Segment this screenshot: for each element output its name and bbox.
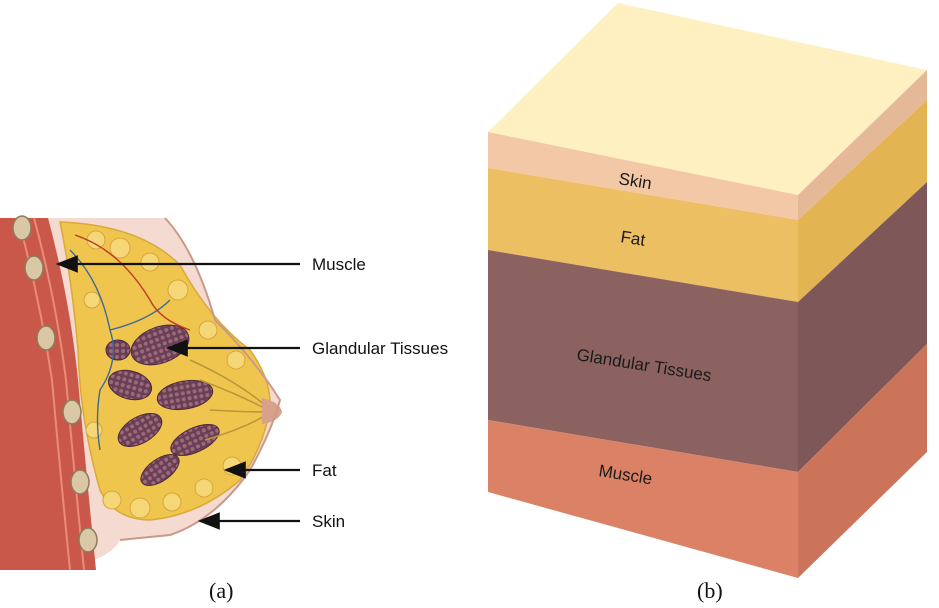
nipple — [262, 398, 282, 424]
side-fat-layer — [798, 100, 927, 302]
glandular-lobules — [105, 324, 220, 487]
panel-a-arrows — [55, 255, 300, 530]
caption-a: (a) — [209, 578, 233, 603]
rib-sections — [12, 215, 98, 553]
label-skin: Skin — [312, 512, 345, 531]
front-muscle-layer — [488, 420, 798, 578]
side-muscle-layer — [798, 344, 927, 578]
layer-block-diagram — [488, 3, 927, 578]
front-glandular-layer — [488, 250, 798, 472]
label-glandular-tissues: Glandular Tissues — [312, 339, 448, 358]
blood-vessels — [69, 249, 171, 451]
caption-b: (b) — [697, 578, 723, 603]
breast-fat — [59, 221, 271, 521]
side-skin-layer — [798, 70, 927, 220]
layer-label-skin: Skin — [617, 169, 653, 193]
front-fat-layer — [488, 168, 798, 302]
front-skin-layer — [488, 132, 798, 220]
skin-outline — [119, 217, 282, 541]
block-top-face — [488, 3, 927, 195]
layer-label-fat: Fat — [619, 227, 647, 250]
label-muscle: Muscle — [312, 255, 366, 274]
side-glandular-layer — [798, 182, 927, 472]
fat-lobules — [83, 230, 246, 519]
label-fat: Fat — [312, 461, 337, 480]
breast-anatomy-illustration — [0, 215, 282, 571]
arteries — [74, 234, 191, 331]
